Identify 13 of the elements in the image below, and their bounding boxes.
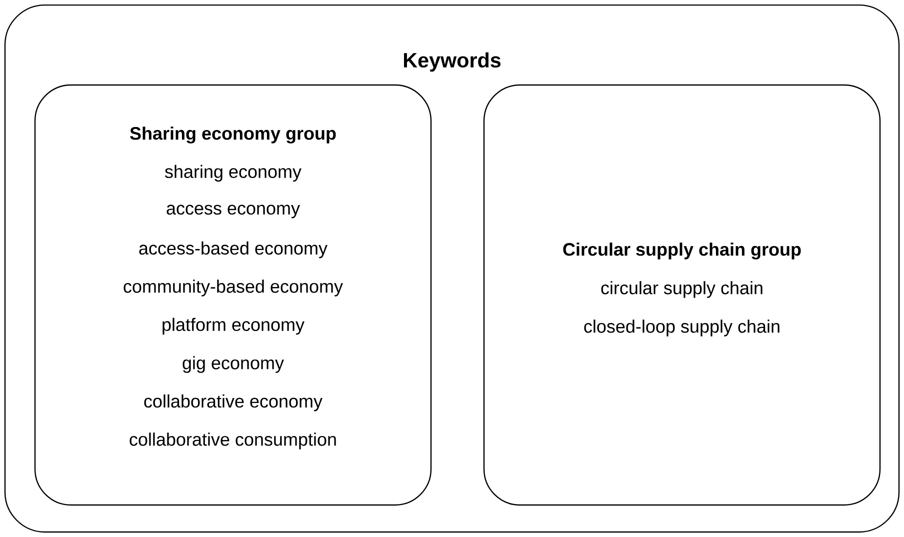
keyword-text: platform economy [162,318,304,335]
keyword-text: access-based economy [139,241,328,258]
keyword-text: access economy [166,204,300,218]
keyword-text: circular supply chain [601,281,762,298]
keyword-text: collaborative economy [144,394,322,412]
group-heading: Keywords [404,52,501,72]
keyword-text: community-based economy [124,280,343,296]
group-heading: Circular supply chain group [563,242,801,260]
keyword-text: closed-loop supply chain [584,320,780,336]
group-heading: Sharing economy group [130,126,336,144]
keyword-text: collaborative consumption [130,432,336,450]
keyword-text: gig economy [182,356,284,373]
keyword-text: sharing economy [164,164,302,182]
